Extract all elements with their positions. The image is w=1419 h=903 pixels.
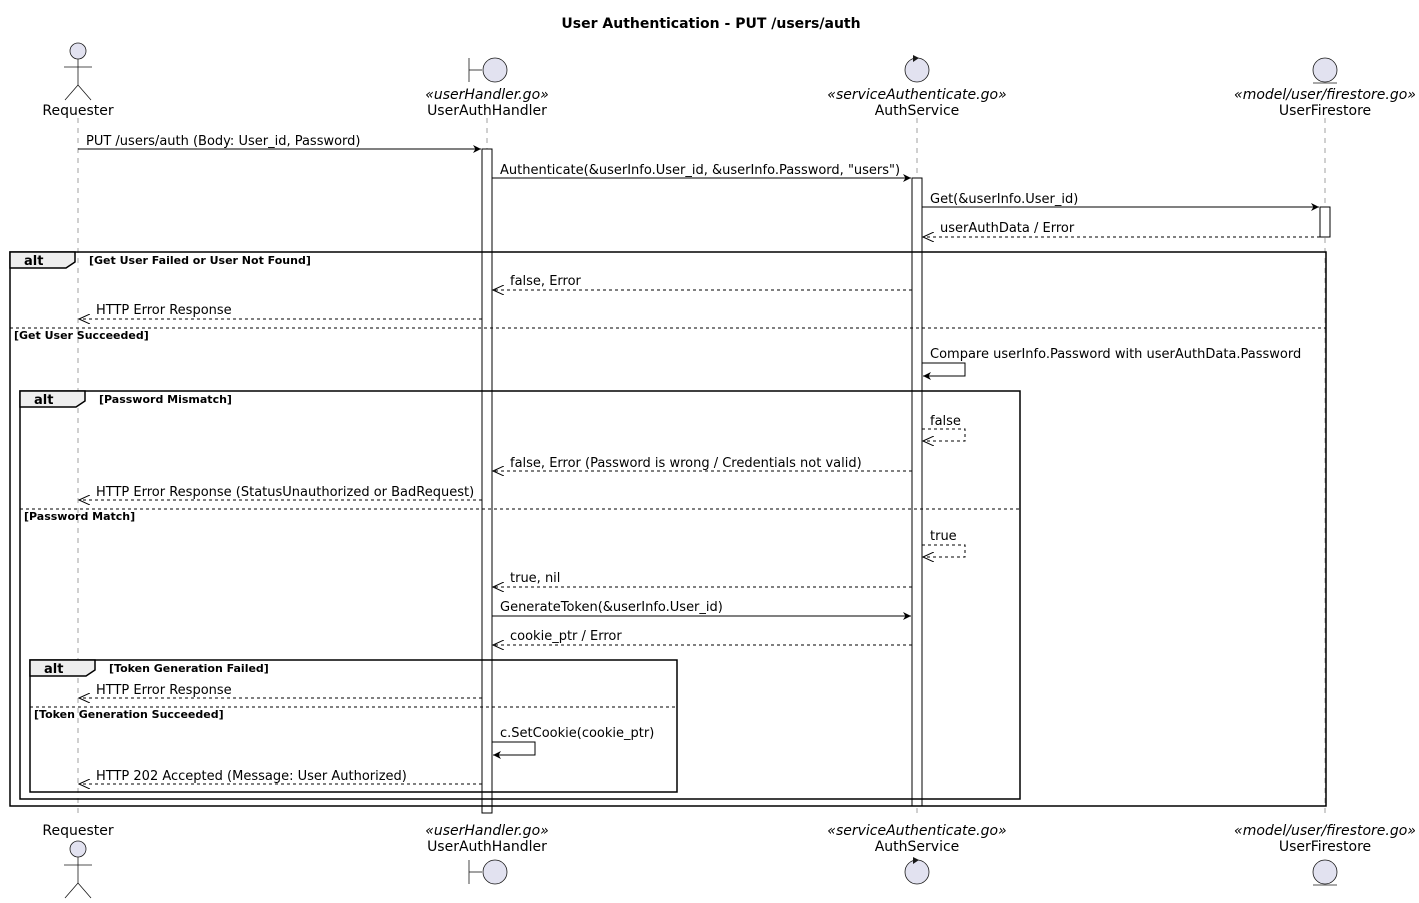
message-label: true, nil [510, 571, 560, 586]
message-label: false [930, 414, 961, 429]
activation-store [1319, 206, 1331, 238]
control-icon [904, 857, 930, 885]
message-3: Get(&userInfo.User_id) [922, 192, 1319, 211]
participant-service-top: «serviceAuthenticate.go» AuthService [827, 55, 1007, 119]
message-label: userAuthData / Error [940, 221, 1075, 236]
message-label: Get(&userInfo.User_id) [930, 192, 1078, 207]
participant-name: AuthService [875, 839, 960, 855]
message-label: false, Error [510, 274, 582, 289]
alt-fragment-get-user: alt [Get User Failed or User Not Found] … [9, 251, 1327, 807]
message-label: HTTP 202 Accepted (Message: User Authori… [96, 769, 407, 784]
participant-name: AuthService [875, 103, 960, 119]
entity-icon [1312, 57, 1338, 84]
message-label: Authenticate(&userInfo.User_id, &userInf… [500, 163, 900, 178]
message-6: HTTP Error Response [79, 303, 482, 319]
message-1: PUT /users/auth (Body: User_id, Password… [78, 134, 481, 153]
participant-stereotype: «userHandler.go» [425, 87, 549, 103]
fragment-else-guard: [Get User Succeeded] [14, 329, 149, 342]
entity-icon [1312, 859, 1338, 886]
participant-stereotype: «model/user/firestore.go» [1234, 823, 1416, 839]
message-label: false, Error (Password is wrong / Creden… [510, 456, 862, 471]
fragment-keyword: alt [44, 662, 63, 677]
message-label: HTTP Error Response (StatusUnauthorized … [96, 485, 474, 500]
boundary-icon [468, 859, 508, 885]
participant-stereotype: «serviceAuthenticate.go» [827, 823, 1006, 839]
participant-store-top: «model/user/firestore.go» UserFirestore [1234, 57, 1416, 119]
participant-service-bottom: «serviceAuthenticate.go» AuthService [827, 823, 1007, 885]
participant-handler-bottom: «userHandler.go» UserAuthHandler [425, 823, 549, 885]
participant-name: UserAuthHandler [427, 103, 547, 119]
message-17: HTTP 202 Accepted (Message: User Authori… [79, 769, 482, 784]
message-2: Authenticate(&userInfo.User_id, &userInf… [492, 163, 911, 182]
message-label: c.SetCookie(cookie_ptr) [500, 726, 654, 741]
participant-name: UserFirestore [1279, 839, 1371, 855]
fragment-guard: [Password Mismatch] [99, 393, 232, 406]
message-label: GenerateToken(&userInfo.User_id) [500, 600, 723, 615]
message-label: HTTP Error Response [96, 683, 232, 698]
message-11: true [922, 529, 966, 557]
fragment-guard: [Get User Failed or User Not Found] [89, 254, 311, 267]
participant-handler-top: «userHandler.go» UserAuthHandler [425, 57, 549, 119]
message-7: Compare userInfo.Password with userAuthD… [922, 347, 1301, 380]
message-label: HTTP Error Response [96, 303, 232, 318]
message-13: GenerateToken(&userInfo.User_id) [492, 600, 911, 620]
participant-name: UserAuthHandler [427, 839, 547, 855]
participant-requester-bottom: Requester [42, 823, 114, 899]
message-10: HTTP Error Response (StatusUnauthorized … [79, 485, 482, 500]
activation-handler [481, 148, 493, 814]
message-label: cookie_ptr / Error [510, 629, 622, 644]
message-16: c.SetCookie(cookie_ptr) [492, 726, 654, 759]
participant-stereotype: «model/user/firestore.go» [1234, 87, 1416, 103]
message-8: false [922, 414, 966, 441]
message-15: HTTP Error Response [79, 683, 482, 698]
message-12: true, nil [493, 571, 912, 587]
participant-stereotype: «serviceAuthenticate.go» [827, 87, 1006, 103]
message-label: PUT /users/auth (Body: User_id, Password… [86, 134, 361, 149]
alt-fragment-password: alt [Password Mismatch] [Password Match] [19, 390, 1021, 800]
control-icon [904, 55, 930, 83]
activation-service [911, 177, 923, 807]
fragment-else-guard: [Password Match] [24, 510, 135, 523]
message-9: false, Error (Password is wrong / Creden… [493, 456, 912, 471]
message-14: cookie_ptr / Error [493, 629, 912, 645]
participant-store-bottom: «model/user/firestore.go» UserFirestore [1234, 823, 1416, 886]
boundary-icon [468, 57, 508, 83]
participant-requester-top: Requester [42, 42, 114, 119]
actor-icon [64, 42, 92, 101]
participant-name: Requester [42, 103, 113, 119]
message-4: userAuthData / Error [923, 221, 1320, 237]
participant-name: Requester [42, 823, 113, 839]
participant-stereotype: «userHandler.go» [425, 823, 549, 839]
diagram-title: User Authentication - PUT /users/auth [561, 16, 860, 32]
alt-fragment-token: alt [Token Generation Failed] [Token Gen… [29, 659, 678, 793]
participant-name: UserFirestore [1279, 103, 1371, 119]
fragment-keyword: alt [34, 393, 53, 408]
message-5: false, Error [493, 274, 912, 290]
message-label: true [930, 529, 957, 544]
actor-icon [64, 840, 92, 899]
fragment-else-guard: [Token Generation Succeeded] [34, 708, 224, 721]
message-label: Compare userInfo.Password with userAuthD… [930, 347, 1301, 362]
fragment-guard: [Token Generation Failed] [109, 662, 269, 675]
fragment-keyword: alt [24, 254, 43, 269]
